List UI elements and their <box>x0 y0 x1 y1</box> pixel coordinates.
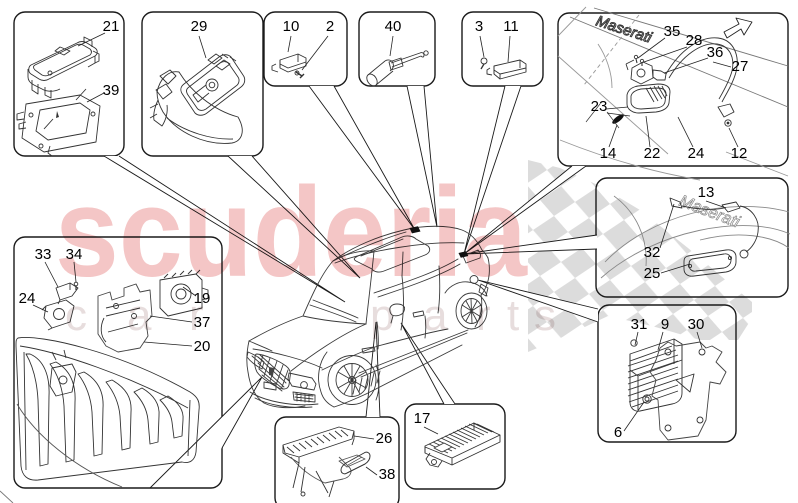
svg-text:s: s <box>534 291 556 340</box>
svg-text:37: 37 <box>194 314 211 331</box>
svg-text:t: t <box>507 291 519 340</box>
svg-text:23: 23 <box>591 98 608 115</box>
svg-text:12: 12 <box>731 145 748 162</box>
svg-text:scuderia: scuderia <box>55 161 528 303</box>
svg-text:24: 24 <box>688 145 705 162</box>
svg-text:34: 34 <box>66 246 83 263</box>
svg-text:c: c <box>65 291 87 340</box>
svg-text:r: r <box>189 291 204 340</box>
svg-text:a: a <box>423 291 448 340</box>
svg-text:14: 14 <box>600 145 617 162</box>
svg-text:30: 30 <box>688 316 705 333</box>
svg-text:10: 10 <box>283 18 300 35</box>
svg-text:32: 32 <box>644 244 661 261</box>
svg-text:39: 39 <box>103 82 120 99</box>
svg-text:20: 20 <box>194 338 211 355</box>
svg-text:11: 11 <box>503 18 519 35</box>
svg-text:28: 28 <box>686 32 703 49</box>
svg-text:2: 2 <box>326 18 334 35</box>
svg-text:26: 26 <box>376 430 393 447</box>
svg-text:22: 22 <box>644 145 661 162</box>
svg-text:33: 33 <box>35 246 52 263</box>
svg-text:17: 17 <box>414 410 431 427</box>
svg-text:35: 35 <box>664 23 681 40</box>
svg-text:25: 25 <box>644 265 661 282</box>
svg-text:p: p <box>370 291 394 340</box>
svg-text:13: 13 <box>698 184 715 201</box>
svg-text:38: 38 <box>379 466 396 483</box>
svg-text:19: 19 <box>194 290 211 307</box>
svg-text:3: 3 <box>475 18 483 35</box>
svg-text:9: 9 <box>661 316 669 333</box>
svg-text:36: 36 <box>707 44 724 61</box>
svg-text:29: 29 <box>191 18 208 35</box>
svg-text:a: a <box>127 291 152 340</box>
svg-text:27: 27 <box>732 58 749 75</box>
svg-text:21: 21 <box>103 18 120 35</box>
svg-text:r: r <box>476 291 491 340</box>
svg-text:31: 31 <box>631 316 648 333</box>
svg-text:40: 40 <box>385 18 402 35</box>
svg-text:6: 6 <box>614 424 622 441</box>
svg-text:24: 24 <box>19 290 36 307</box>
